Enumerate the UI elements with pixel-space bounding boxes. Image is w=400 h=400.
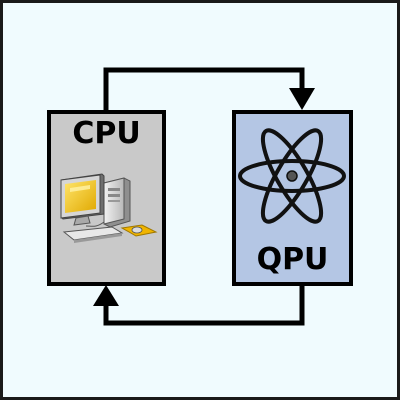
qpu-box: QPU [232, 110, 353, 286]
desktop-computer-icon [60, 173, 158, 243]
cpu-label: CPU [72, 116, 140, 151]
qpu-box-rect [232, 110, 353, 286]
arrow-qpu-to-cpu [93, 285, 305, 326]
qpu-label: QPU [257, 242, 329, 277]
arrow-cpu-to-qpu [103, 67, 315, 111]
atom-icon [238, 128, 346, 224]
cpu-box: CPU [47, 110, 166, 286]
